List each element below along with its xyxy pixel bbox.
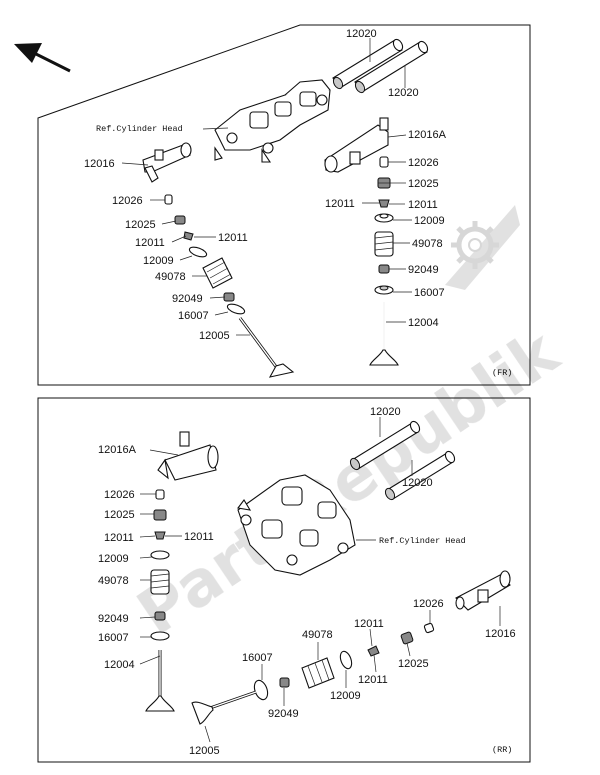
label-12025-bottom-right: 12025 [398, 658, 429, 670]
label-12026-right: 12026 [408, 157, 439, 169]
part-labels-top: 12020 12020 Ref.Cylinder Head 12016A 120… [84, 28, 512, 378]
label-12011-bottom-center-1: 12011 [354, 618, 384, 630]
valve-cap-12026 [379, 156, 389, 168]
label-12026-left: 12026 [112, 195, 143, 207]
label-12005-bottom-center: 12005 [189, 745, 220, 757]
label-12011-right-2: 12011 [408, 199, 438, 211]
label-cylinder-head-ref: Ref.Cylinder Head [96, 124, 183, 134]
shim-12025 [377, 177, 391, 189]
label-12025-bottom-left: 12025 [104, 509, 135, 521]
valve-train-top-right [369, 156, 399, 366]
spring-49078-bottom-center [301, 657, 335, 689]
label-12020-a-bottom: 12020 [370, 406, 401, 418]
label-12009-left: 12009 [143, 255, 174, 267]
label-direction-rear: (RR) [492, 745, 512, 755]
label-92049-right: 92049 [408, 264, 439, 276]
label-49078-bottom-left: 49078 [98, 575, 129, 587]
label-12009-bottom-center: 12009 [330, 690, 361, 702]
leader-lines-bottom [139, 417, 501, 743]
label-12011-right-1: 12011 [325, 198, 355, 210]
label-12009-right: 12009 [414, 215, 445, 227]
cylinder-head-top [214, 79, 331, 163]
part-labels-bottom: 12020 12020 12016A 12026 12025 12011 120… [98, 406, 516, 757]
front-direction-arrow-icon [14, 43, 71, 73]
label-12016-left: 12016 [84, 158, 115, 170]
label-direction-front: (FR) [492, 368, 512, 378]
gear-icon [445, 205, 520, 290]
label-12011-bottom-center-2: 12011 [358, 674, 388, 686]
label-12025-right: 12025 [408, 178, 439, 190]
rocker-shaft-bottom-a [349, 420, 421, 471]
cotter-12011 [378, 199, 390, 208]
spring-49078 [374, 231, 394, 257]
label-12011-bottom-left-2: 12011 [184, 531, 214, 543]
top-panel: 12020 12020 Ref.Cylinder Head 12016A 120… [84, 28, 512, 378]
label-16007-bottom-center: 16007 [242, 652, 273, 664]
bottom-panel-frame [37, 397, 531, 763]
top-panel-frame [37, 24, 531, 386]
label-49078-right: 49078 [412, 238, 443, 250]
label-92049-bottom-left: 92049 [98, 613, 129, 625]
label-12026-bottom-left: 12026 [104, 489, 135, 501]
bottom-panel: 12020 12020 12016A 12026 12025 12011 120… [98, 406, 516, 757]
label-12011-left-1: 12011 [135, 237, 165, 249]
valve-12005 [238, 317, 295, 378]
label-12016A-bottom: 12016A [98, 444, 137, 456]
spring-49078-left [202, 257, 233, 289]
valve-train-top-left [164, 194, 295, 378]
label-16007-right: 16007 [414, 287, 445, 299]
label-12020-b-bottom: 12020 [402, 477, 433, 489]
label-49078-bottom-center: 49078 [302, 629, 333, 641]
watermark-text: PartsRepublik [125, 315, 573, 650]
rocker-arm-top-left [142, 142, 192, 183]
rocker-shaft-top-a [332, 38, 404, 90]
cylinder-head-bottom [237, 474, 356, 576]
label-12016A: 12016A [408, 129, 447, 141]
label-12016-bottom-right: 12016 [485, 628, 516, 640]
valve-12004 [369, 302, 399, 366]
label-16007-bottom-left: 16007 [98, 632, 129, 644]
valve-12005-bottom [191, 690, 257, 725]
label-12011-left-2: 12011 [218, 232, 248, 244]
rocker-shaft-top-b [354, 40, 429, 94]
label-12020-b: 12020 [388, 87, 419, 99]
label-92049-bottom-center: 92049 [268, 708, 299, 720]
label-12020-a: 12020 [346, 28, 377, 40]
valve-train-bottom-center [191, 622, 435, 725]
valve-train-bottom-left [145, 489, 175, 712]
rocker-arm-top-right [324, 117, 389, 173]
label-12025-left: 12025 [125, 219, 156, 231]
valve-12004-bottom [145, 650, 175, 712]
label-12011-bottom-left-1: 12011 [104, 532, 134, 544]
leader-lines-top [121, 38, 412, 336]
rocker-arm-bottom-left [157, 431, 219, 481]
label-16007-left: 16007 [178, 310, 209, 322]
label-12005-left: 12005 [199, 330, 230, 342]
label-12009-bottom-left: 12009 [98, 553, 129, 565]
rocker-arm-bottom-right [455, 570, 511, 611]
label-92049-left: 92049 [172, 293, 203, 305]
label-12004-right: 12004 [408, 317, 439, 329]
label-cylinder-head-ref-bottom: Ref.Cylinder Head [379, 536, 466, 546]
spring-49078-bottom-left [150, 569, 170, 595]
label-12026-bottom-right: 12026 [413, 598, 444, 610]
label-49078-left: 49078 [155, 271, 186, 283]
rocker-shaft-bottom-b [384, 450, 456, 501]
label-12004-bottom-left: 12004 [104, 659, 135, 671]
